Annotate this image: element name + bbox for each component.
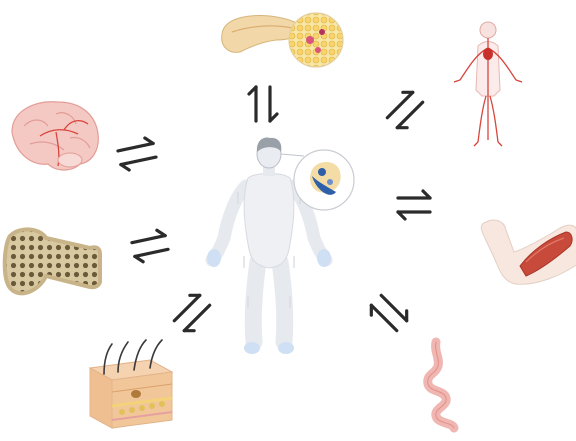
brain-illustration [12,102,98,170]
body-right-hand [317,249,331,267]
intestine-illustration [428,342,454,428]
body-torso [244,174,294,269]
body-left-foot [244,342,260,354]
bone-illustration [0,220,110,300]
arrow-skin-body [169,290,214,335]
arrow-vascular-body [382,87,427,132]
skin-illustration [90,340,172,428]
arrow-intestine-body [366,290,411,335]
muscle-illustration [481,220,576,284]
arrow-pancreas-body [249,87,277,121]
body-right-foot [278,342,294,354]
body-left-hand [207,249,221,267]
arrow-muscle-body [398,191,430,219]
body-right-leg [280,262,285,342]
arrow-bone-body [130,229,169,263]
vascular-system-illustration [454,22,522,146]
body-left-arm [212,186,246,260]
pancreas-illustration [222,10,348,72]
arrow-brain-body [116,137,157,172]
body-left-leg [253,262,258,342]
